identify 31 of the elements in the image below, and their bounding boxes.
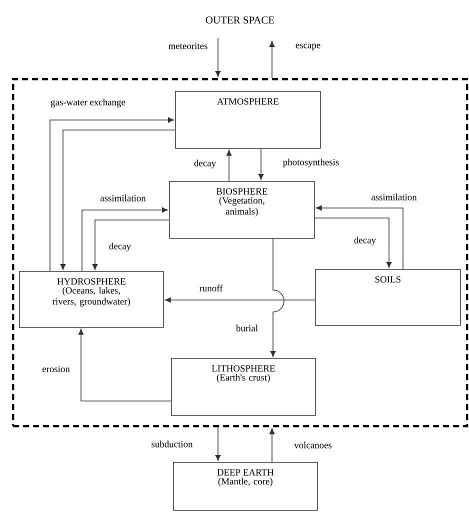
edge-label: runoff (198, 284, 224, 292)
arrow (92, 220, 170, 270)
edge-label: photosynthesis (282, 158, 340, 168)
edge-label: subduction (150, 440, 194, 448)
arrow (258, 148, 264, 180)
arrow (316, 205, 404, 270)
arrow (226, 150, 232, 182)
edge-label: gas-water exchange (50, 98, 126, 108)
edge-label: escape (294, 42, 322, 52)
arrow (270, 238, 284, 357)
edge-label: burial (234, 324, 260, 332)
edge-label: decay (108, 242, 132, 252)
arrow (78, 328, 172, 402)
edge-label: erosion (41, 364, 71, 374)
edge-label: decay (192, 158, 218, 170)
arrow (314, 218, 392, 268)
edge-label: decay (352, 236, 378, 246)
arrow (215, 38, 221, 77)
arrow (82, 207, 168, 272)
arrow (269, 41, 275, 78)
region-label: OUTER SPACE (206, 16, 274, 24)
arrow (215, 426, 221, 461)
arrow (50, 117, 174, 272)
edge-label: volcanoes (293, 440, 333, 450)
edge-label: assimilation (99, 194, 147, 202)
arrow (60, 130, 176, 270)
edge-label: assimilation (370, 192, 418, 202)
edge-label: meteorites (167, 42, 209, 50)
boundary-box (12, 78, 468, 428)
arrow (269, 428, 275, 462)
arrow (164, 297, 316, 303)
